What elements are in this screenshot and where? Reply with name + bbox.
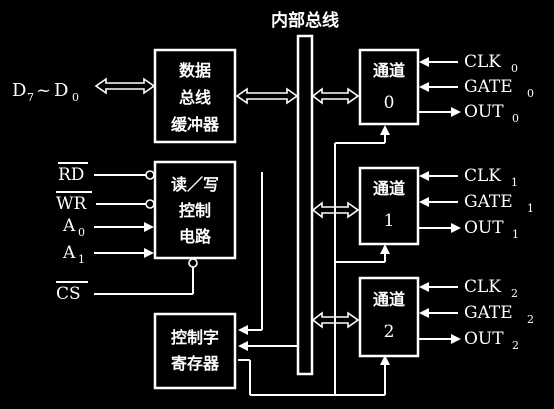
counter-1-clk-label: CLK — [464, 166, 501, 186]
counter-0-gate-sub: 0 — [527, 87, 534, 100]
rw-logic-line2: 控制 — [179, 201, 211, 220]
data-buffer-line1: 数据 — [179, 61, 211, 80]
counter-1-gate-sub: 1 — [527, 202, 534, 215]
counter-0-out-label: OUT — [464, 102, 504, 122]
counter-2-clk-sub: 2 — [511, 287, 518, 300]
internal-bus — [296, 34, 314, 376]
a1-label: A — [62, 243, 76, 263]
d7-subscript: 7 — [27, 91, 34, 104]
control-reg-line1: 控制字 — [171, 328, 219, 347]
counter-2-clk-pin: CLK 2 — [419, 277, 518, 300]
counter-0-clk-label: CLK — [464, 52, 501, 72]
counter-1: 通道 1 — [311, 166, 420, 246]
wr-input: WR — [56, 191, 155, 214]
rd-input: RD — [58, 162, 155, 185]
bus-to-control-reg-arrow — [238, 341, 298, 351]
counter-1-box — [358, 166, 420, 246]
d0-label: D — [54, 80, 68, 101]
bus-title: 内部总线 — [271, 10, 339, 31]
counter-2-box — [358, 276, 420, 358]
counter-2-out-label: OUT — [464, 329, 504, 349]
d7-label: D — [12, 80, 26, 101]
tilde-label: ~ — [36, 80, 51, 101]
counter-0-clk-sub: 0 — [511, 62, 518, 75]
control-word-register-box — [153, 312, 237, 390]
rw-logic-line3: 电路 — [179, 227, 212, 246]
counter-0-index: 0 — [384, 93, 395, 113]
d0-subscript: 0 — [72, 91, 79, 104]
data-buffer-line3: 缓冲器 — [170, 115, 220, 134]
counter-0-clk-pin: CLK 0 — [419, 52, 518, 75]
counter-1-out-pin: OUT 1 — [419, 218, 519, 241]
rw-logic-line1: 读／写 — [171, 175, 219, 194]
wr-inversion-bubble — [145, 199, 155, 209]
counter-2-gate-label: GATE — [464, 303, 513, 323]
buffer-bus-arrow — [235, 87, 299, 105]
a0-label: A — [62, 216, 76, 236]
rw-logic-to-bus-arrow — [238, 172, 263, 335]
data-pins-label: D 7 ~ D 0 — [12, 80, 79, 104]
data-bus-buffer-box — [153, 48, 237, 144]
cs-label: CS — [56, 284, 81, 304]
counter-0-title: 通道 — [373, 61, 405, 80]
rd-label: RD — [58, 165, 84, 185]
counter-2-out-sub: 2 — [512, 339, 519, 352]
counter-2-clk-label: CLK — [464, 277, 501, 297]
rd-inversion-bubble — [145, 170, 155, 180]
counter-1-out-sub: 1 — [512, 228, 519, 241]
a0-subscript: 0 — [78, 226, 85, 239]
data-pins-bus-arrow — [94, 77, 156, 95]
counter-0-out-sub: 0 — [512, 112, 519, 125]
counter-0-out-pin: OUT 0 — [419, 102, 519, 125]
counter-1-out-label: OUT — [464, 218, 504, 238]
data-buffer-line2: 总线 — [179, 88, 211, 107]
control-reg-to-counters-lines — [238, 125, 390, 396]
a0-input: A 0 — [62, 216, 154, 239]
counter-1-gate-label: GATE — [464, 192, 513, 212]
counter-2-title: 通道 — [373, 290, 405, 309]
counter-0-gate-pin: GATE 0 — [419, 77, 534, 100]
counter-0-gate-label: GATE — [464, 77, 513, 97]
counter-1-gate-pin: GATE 1 — [419, 192, 534, 215]
counter-0-box — [358, 48, 420, 126]
counter-0: 通道 0 — [311, 48, 420, 126]
counter-2-gate-sub: 2 — [527, 313, 534, 326]
cs-input: CS — [56, 258, 198, 304]
counter-1-clk-pin: CLK 1 — [419, 166, 518, 189]
counter-2-index: 2 — [384, 322, 395, 342]
counter-2: 通道 2 — [311, 276, 420, 358]
control-reg-line2: 寄存器 — [171, 354, 220, 373]
counter-1-clk-sub: 1 — [511, 176, 518, 189]
counter-1-index: 1 — [384, 211, 395, 231]
counter-1-title: 通道 — [373, 179, 405, 198]
cs-inversion-bubble — [188, 258, 198, 268]
counter-2-out-pin: OUT 2 — [419, 329, 519, 352]
rw-logic-box — [153, 160, 237, 260]
counter-2-gate-pin: GATE 2 — [419, 303, 534, 326]
a1-input: A 1 — [62, 243, 154, 266]
a1-subscript: 1 — [78, 253, 85, 266]
wr-label: WR — [56, 194, 87, 214]
